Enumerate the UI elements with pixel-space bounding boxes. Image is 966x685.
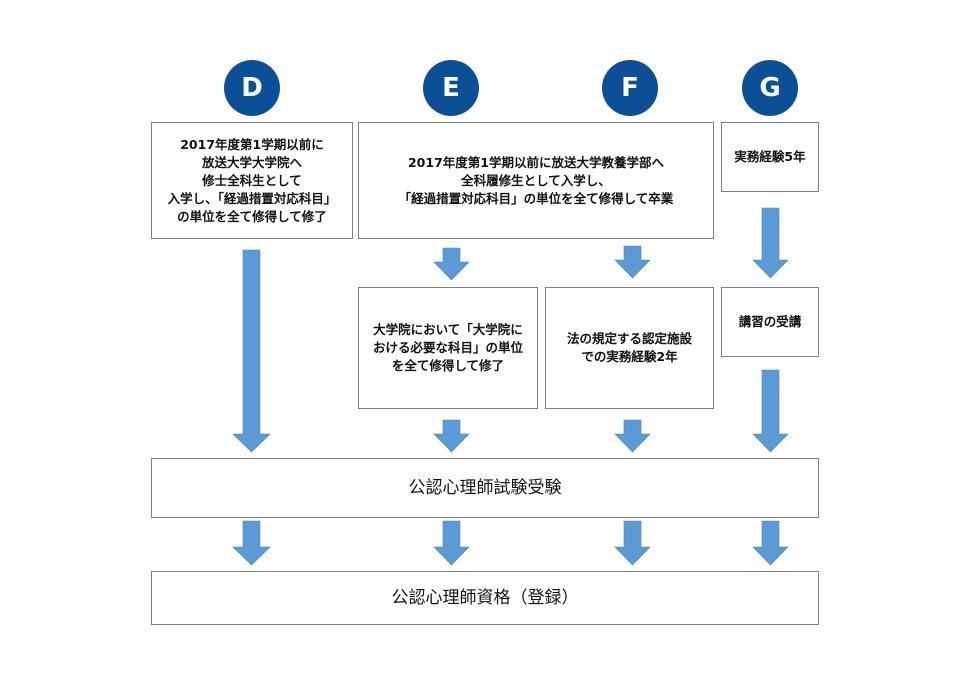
route-g-badge: G [742, 60, 798, 116]
arrow-e-3 [433, 520, 470, 566]
arrow-g-1 [752, 207, 789, 279]
registration-box: 公認心理師資格（登録） [151, 571, 819, 625]
g-training-box: 講習の受講 [721, 287, 819, 357]
route-e-badge: E [423, 60, 479, 116]
g-requirement-box: 実務経験5年 [721, 122, 819, 192]
arrow-g-3 [752, 520, 789, 566]
route-f-badge: F [602, 60, 658, 116]
exam-box: 公認心理師試験受験 [151, 458, 819, 518]
arrow-d-3 [232, 520, 271, 566]
route-d-badge: D [224, 60, 280, 116]
arrow-f-2 [614, 419, 651, 453]
d-requirement-box: 2017年度第1学期以前に 放送大学大学院へ 修士全科生として 入学し、「経過措… [151, 122, 353, 239]
f-experience-box: 法の規定する認定施設 での実務経験2年 [545, 287, 714, 409]
arrow-g-2 [752, 369, 789, 453]
ef-requirement-box: 2017年度第1学期以前に放送大学教養学部へ 全科履修生として入学し、 「経過措… [358, 122, 714, 239]
arrow-e-2 [433, 419, 470, 453]
arrow-d-long [232, 249, 271, 453]
arrow-f-1 [614, 245, 651, 279]
e-graduate-box: 大学院において「大学院に おける必要な科目」の単位 を全て修得して修了 [358, 287, 538, 409]
arrow-e-1 [433, 247, 470, 281]
arrow-f-3 [614, 520, 651, 566]
